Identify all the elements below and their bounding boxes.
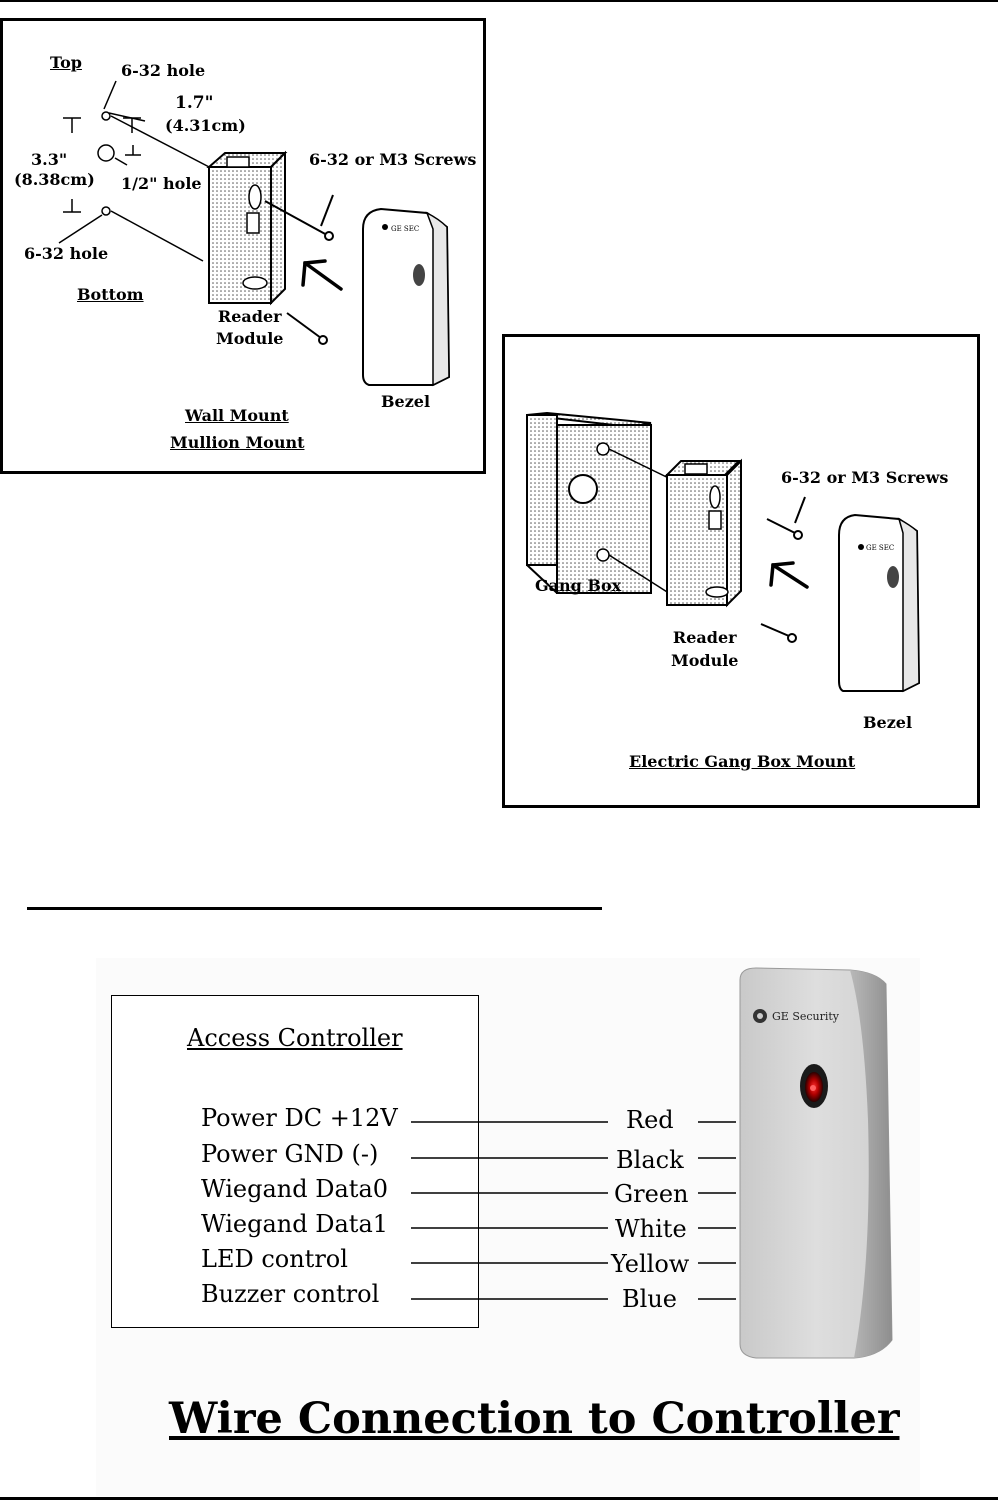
width-cm-label: (4.31cm) (165, 116, 246, 135)
signal-label: Buzzer control (201, 1280, 380, 1308)
gang-screws-label: 6-32 or M3 Screws (781, 468, 949, 487)
height-cm-label: (8.38cm) (14, 170, 95, 189)
svg-text:GE SEC: GE SEC (866, 544, 894, 552)
wire-color-label: Green (614, 1180, 689, 1208)
center-hole-label: 1/2" hole (121, 174, 202, 193)
screws-label: 6-32 or M3 Screws (309, 150, 477, 169)
signal-label: Wiegand Data0 (201, 1175, 389, 1203)
reader-device: GE Security (739, 967, 893, 1359)
wire-color-label: Blue (622, 1285, 677, 1313)
hole-bottom-label: 6-32 hole (24, 244, 109, 263)
bezel-label: Bezel (381, 392, 431, 411)
controller-title: Access Controller (187, 1024, 403, 1052)
wire-color-label: White (615, 1215, 687, 1243)
wire-lines (411, 1121, 736, 1300)
gang-box-panel: GE SEC 6-32 or M3 Screws Gang Box Reader… (502, 334, 980, 808)
gang-bezel-label: Bezel (863, 713, 913, 732)
wire-color-label: Yellow (611, 1250, 690, 1278)
wire-color-label: Black (616, 1146, 684, 1174)
signal-label: Power GND (-) (201, 1140, 379, 1168)
wall-mount-panel: GE SEC Top 6-32 hole 1.7" (4.31cm) 3.3" … (0, 18, 486, 474)
top-label: Top (50, 53, 82, 72)
signal-label: Wiegand Data1 (201, 1210, 389, 1238)
top-rule (0, 0, 998, 2)
gang-box-drawing: GE SEC (526, 411, 921, 693)
signal-label: Power DC +12V (201, 1104, 398, 1132)
gang-reader-module-label: Reader Module (671, 628, 739, 670)
hole-top-label: 6-32 hole (121, 61, 206, 80)
section-rule (27, 907, 602, 910)
mullion-mount-caption: Mullion Mount (170, 433, 305, 452)
width-label: 1.7" (175, 93, 214, 113)
wall-mount-drawing: GE SEC (58, 80, 451, 387)
wiring-diagram: Access Controller Power DC +12V Power GN… (96, 958, 920, 1496)
bottom-rule (0, 1497, 998, 1500)
wire-color-label: Red (626, 1106, 674, 1134)
height-label: 3.3" (31, 150, 68, 169)
gang-box-label: Gang Box (535, 576, 622, 595)
gang-box-shape (526, 411, 684, 598)
gang-reader-module-shape (664, 458, 742, 608)
wiring-title: Wire Connection to Controller (169, 1394, 900, 1444)
svg-text:GE SEC: GE SEC (391, 225, 419, 233)
gang-box-mount-caption: Electric Gang Box Mount (629, 752, 856, 771)
access-controller-box: Access Controller (111, 995, 479, 1328)
reader-brand-text: GE Security (772, 1010, 840, 1023)
gang-bezel-shape: GE SEC (838, 513, 921, 693)
bottom-label: Bottom (77, 285, 144, 304)
signal-label: LED control (201, 1245, 348, 1273)
bezel-shape: GE SEC (362, 207, 451, 387)
reader-module-shape (206, 150, 288, 306)
reader-module-label: Reader Module (216, 307, 284, 348)
wall-mount-caption: Wall Mount (185, 406, 289, 425)
